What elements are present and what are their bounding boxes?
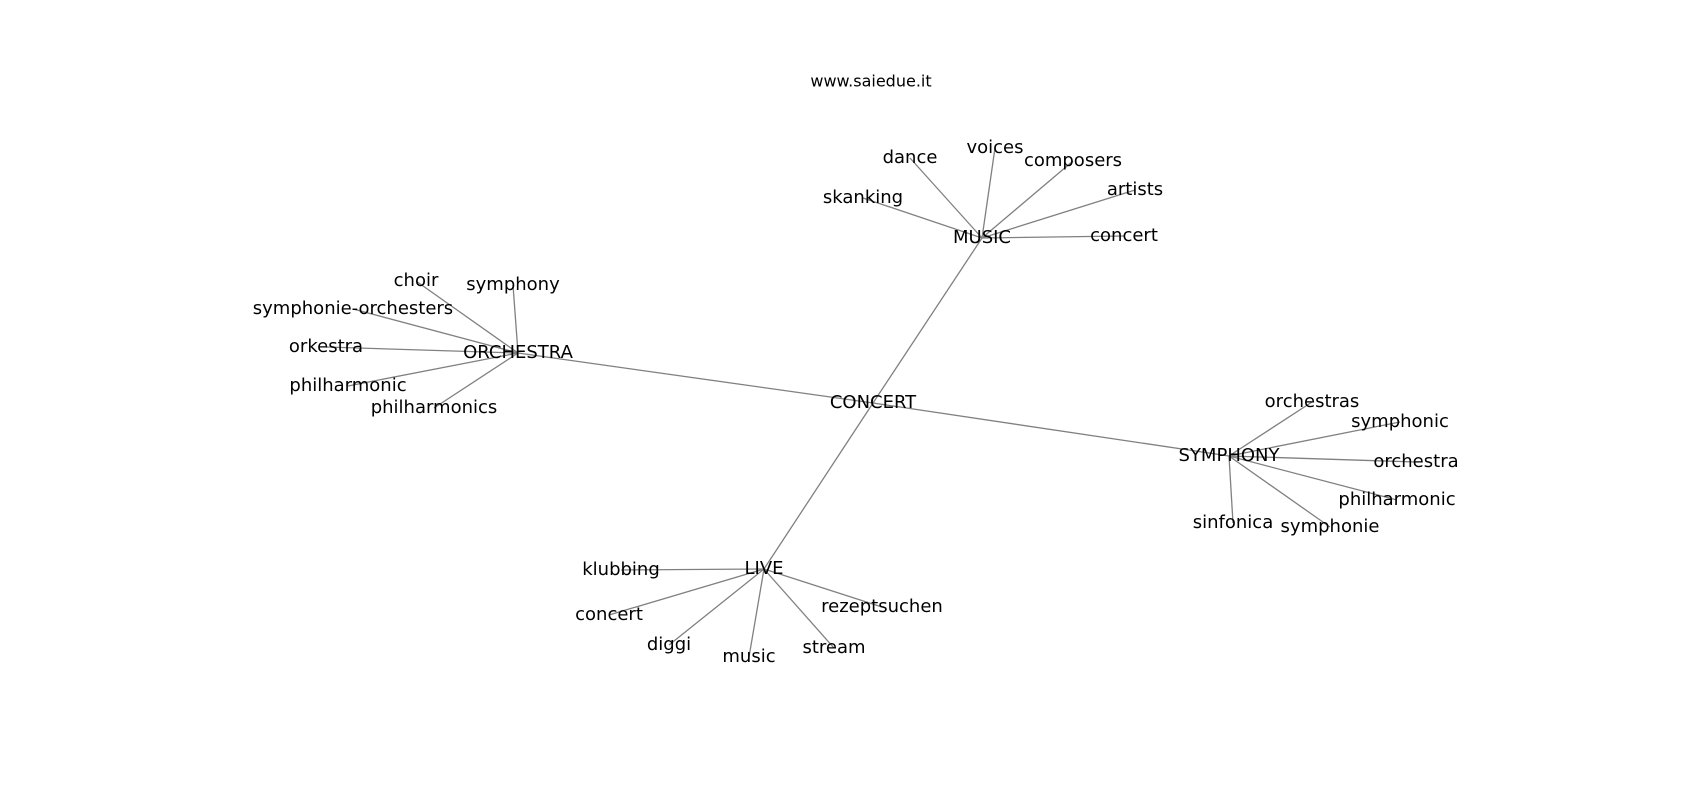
hub-node-music: MUSIC [953, 227, 1011, 248]
edge-concert-symphony [872, 402, 1230, 457]
edge-music-dance [909, 157, 983, 239]
edge-music-composers [981, 160, 1074, 239]
edge-symphony-orchestra [1228, 455, 1417, 463]
edge-concert-orchestra [517, 352, 874, 404]
term-node-music-dance: dance [883, 147, 938, 168]
term-node-live-stream: stream [802, 637, 865, 658]
center-node-concert: CONCERT [830, 392, 917, 413]
hub-node-live: LIVE [744, 558, 783, 579]
edge-symphony-sinfonica [1228, 455, 1234, 524]
term-node-orchestra-symphony: symphony [466, 274, 560, 295]
edge-symphony-orchestras [1228, 401, 1313, 457]
edge-symphony-symphonic [1228, 421, 1401, 457]
edge-orchestra-symphony [512, 284, 519, 354]
edge-music-skanking [862, 197, 983, 239]
edge-music-concert [981, 235, 1125, 239]
term-node-music-concert: concert [1090, 225, 1158, 246]
term-node-symphony-symphonie: symphonie [1281, 516, 1380, 537]
edge-live-stream [763, 568, 835, 649]
edge-symphony-symphonie [1228, 455, 1331, 528]
term-node-symphony-orchestra: orchestra [1373, 451, 1458, 472]
edge-live-music [748, 568, 765, 658]
term-node-live-diggi: diggi [647, 634, 691, 655]
term-node-live-rezeptsuchen: rezeptsuchen [821, 596, 943, 617]
term-node-music-skanking: skanking [823, 187, 903, 208]
edge-symphony-philharmonic [1228, 455, 1398, 501]
edge-orchestra-choir [415, 280, 519, 354]
edge-orchestra-orkestra [325, 346, 519, 354]
edge-orchestra-philharmonic [347, 352, 519, 387]
hub-node-symphony: SYMPHONY [1179, 445, 1281, 466]
term-node-symphony-sinfonica: sinfonica [1193, 512, 1273, 533]
edge-music-voices [981, 147, 996, 239]
graph-edges [325, 147, 1417, 658]
term-node-music-voices: voices [966, 137, 1023, 158]
edge-orchestra-symphonie-orchesters [352, 308, 519, 354]
term-node-orchestra-choir: choir [394, 270, 439, 291]
edge-live-rezeptsuchen [763, 568, 883, 608]
term-node-live-klubbing: klubbing [582, 559, 660, 580]
edge-concert-live [763, 402, 874, 570]
term-node-symphony-symphonic: symphonic [1351, 411, 1449, 432]
term-node-music-artists: artists [1107, 179, 1163, 200]
edge-music-artists [981, 189, 1136, 239]
edge-live-concert [608, 568, 765, 616]
term-node-music-composers: composers [1024, 150, 1122, 171]
edge-live-klubbing [620, 568, 765, 571]
term-node-symphony-orchestras: orchestras [1265, 391, 1360, 412]
term-node-orchestra-symphonie-orchesters: symphonie-orchesters [253, 298, 453, 319]
term-node-live-concert: concert [575, 604, 643, 625]
edge-live-diggi [668, 568, 765, 646]
edge-orchestra-philharmonics [433, 352, 519, 409]
hub-node-orchestra: ORCHESTRA [463, 342, 573, 363]
term-node-orchestra-philharmonic: philharmonic [289, 375, 406, 396]
term-node-orchestra-philharmonics: philharmonics [371, 397, 498, 418]
term-node-live-music: music [722, 646, 775, 667]
term-node-orchestra-orkestra: orkestra [289, 336, 363, 357]
term-node-symphony-philharmonic: philharmonic [1338, 489, 1455, 510]
site-watermark: www.saiedue.it [810, 72, 931, 91]
edge-concert-music [872, 237, 983, 404]
